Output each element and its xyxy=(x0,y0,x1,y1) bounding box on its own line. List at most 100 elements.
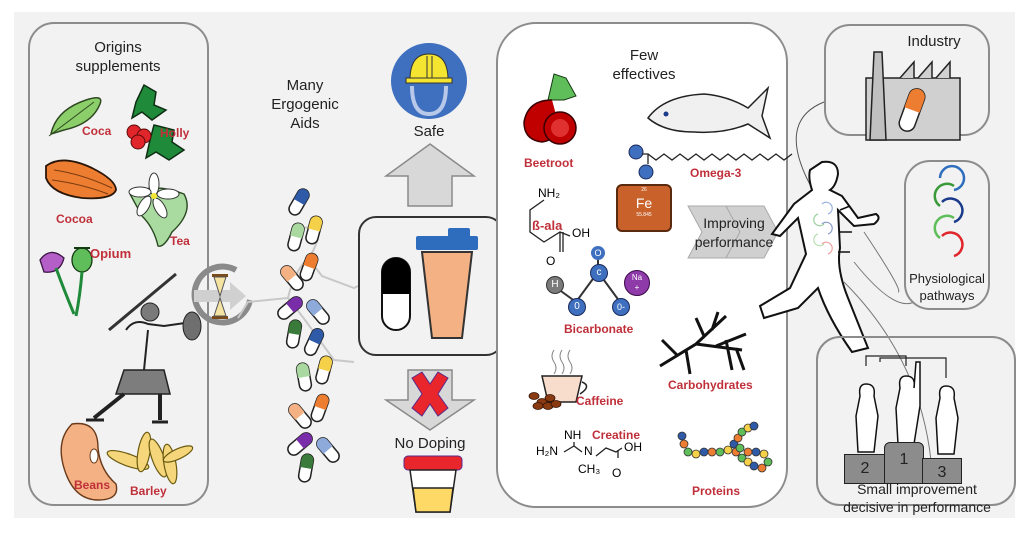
beetroot-icon xyxy=(523,73,577,145)
bicarb-na: Na + xyxy=(624,270,650,296)
bicarb-c: c xyxy=(590,264,608,282)
improving-line1: Improving xyxy=(703,215,765,231)
amino-acid-bead xyxy=(715,447,725,457)
holly-label: Holly xyxy=(160,126,190,140)
pill-icon xyxy=(310,393,330,423)
podium-panel xyxy=(816,336,1016,506)
effectives-title-line2: effectives xyxy=(612,66,676,83)
carbohydrate-branch-icon xyxy=(659,311,747,375)
amino-acid-bead xyxy=(691,449,701,459)
protein-chain-icon xyxy=(677,421,773,473)
ergogenic-title: Many Ergogenic Aids xyxy=(250,76,360,133)
bala-oh: OH xyxy=(572,226,590,240)
podium-caption-line2: decisive in performance xyxy=(843,499,991,515)
origins-title-line2: supplements xyxy=(75,58,161,75)
pathways-spiral-icon xyxy=(933,164,966,258)
pill-icon xyxy=(287,222,305,252)
amino-acid-bead xyxy=(677,431,687,441)
podium-icon xyxy=(855,355,959,455)
holly-icon xyxy=(126,83,186,161)
amino-acid-bead xyxy=(683,447,693,457)
diagram-canvas: Origins supplements Coca Holly Cocoa Tea xyxy=(14,12,1016,518)
opium-label: Opium xyxy=(90,246,132,261)
origins-title: Origins supplements xyxy=(38,38,198,76)
ancient-warrior-icon xyxy=(86,272,202,424)
improving-line2: performance xyxy=(694,234,774,250)
omega3-chain-icon xyxy=(628,144,793,180)
creatine-n: N xyxy=(584,444,593,458)
bicarb-na-charge: + xyxy=(634,283,640,292)
amino-acid-bead xyxy=(723,445,733,455)
bicarb-na-symbol: Na xyxy=(631,273,643,282)
bala-label: ß-ala xyxy=(532,218,563,233)
amino-acid-bead xyxy=(743,447,753,457)
amino-acid-bead xyxy=(743,457,753,467)
creatine-h2n: H₂N xyxy=(536,444,558,458)
bicarb-h: H xyxy=(546,276,564,294)
barley-label: Barley xyxy=(130,484,167,498)
fish-icon xyxy=(646,85,772,140)
amino-acid-bead xyxy=(749,461,759,471)
shaker-bottle-icon xyxy=(416,228,478,339)
amino-acid-bead xyxy=(735,443,745,453)
creatine-ch3: CH₃ xyxy=(578,462,601,476)
amino-acid-bead xyxy=(749,421,759,431)
physiological-label: Physiological pathways xyxy=(904,270,990,304)
pill-icon xyxy=(297,453,315,483)
creatine-nh: NH xyxy=(564,428,582,442)
creatine-oh: OH xyxy=(624,440,642,454)
bicarb-o1: 0 xyxy=(568,298,586,316)
coca-label: Coca xyxy=(82,124,112,138)
ergogenic-line2: Ergogenic xyxy=(271,96,339,113)
amino-acid-bead xyxy=(699,447,709,457)
no-doping-label: No Doping xyxy=(394,435,466,452)
physiological-line1: Physiological xyxy=(909,271,985,286)
beans-icon xyxy=(60,422,118,501)
opium-poppy-icon xyxy=(39,247,93,317)
origins-title-line1: Origins xyxy=(94,39,142,56)
pill-icon xyxy=(306,299,330,325)
podium-step-3: 3 xyxy=(922,458,962,484)
pill-icon xyxy=(288,188,310,216)
barley-icon xyxy=(106,431,194,485)
podium-caption-line1: Small improvement xyxy=(857,481,977,497)
carbohydrates-label: Carbohydrates xyxy=(668,378,753,392)
urine-cup-icon xyxy=(403,455,463,513)
amino-acid-bead xyxy=(759,449,769,459)
safe-arrow-up-icon xyxy=(383,143,477,207)
origins-panel xyxy=(28,22,209,506)
physiological-panel xyxy=(904,160,990,310)
podium-step-1: 1 xyxy=(884,442,924,484)
pill-icon xyxy=(280,265,304,291)
capsule-icon xyxy=(381,257,411,331)
iron-number: 26 xyxy=(641,187,647,193)
creatine-label: Creatine xyxy=(592,428,641,442)
ergogenic-line3: Aids xyxy=(290,115,320,132)
amino-acid-bead xyxy=(757,463,767,473)
amino-acid-bead xyxy=(737,453,747,463)
creatine-o: O xyxy=(612,466,622,480)
podium-caption: Small improvement decisive in performanc… xyxy=(822,480,1012,516)
iron-tile: 26 Fe 55.845 xyxy=(616,184,672,232)
pill-icon xyxy=(316,437,340,463)
cocoa-label: Cocoa xyxy=(56,212,93,226)
amino-acid-bead xyxy=(737,427,747,437)
tea-flower-icon xyxy=(128,172,188,247)
bala-o: O xyxy=(546,254,556,268)
effectives-title: Few effectives xyxy=(594,46,694,84)
bicarb-o-top: O xyxy=(591,246,605,260)
iron-mass: 55.845 xyxy=(636,212,652,218)
runner-athlete-icon xyxy=(758,160,880,354)
beans-label: Beans xyxy=(74,478,111,492)
bala-nh2: NH₂ xyxy=(538,186,560,200)
amino-acid-bead xyxy=(679,439,689,449)
effectives-title-line1: Few xyxy=(629,47,659,64)
tea-label: Tea xyxy=(170,234,190,248)
caffeine-label: Caffeine xyxy=(576,394,624,408)
beetroot-label: Beetroot xyxy=(524,156,574,170)
pill-icon xyxy=(285,319,303,349)
amino-acid-bead xyxy=(707,447,717,457)
pill-icon xyxy=(315,355,333,385)
safety-helmet-icon xyxy=(391,43,467,119)
bicarb-ominus: 0- xyxy=(612,298,630,316)
